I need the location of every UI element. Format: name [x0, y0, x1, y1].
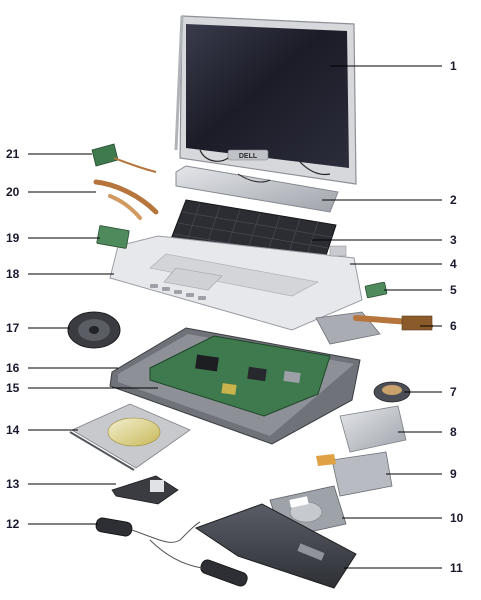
- display-assembly: DELL: [174, 15, 357, 185]
- callout-2: 2: [450, 193, 457, 207]
- callout-19: 19: [6, 231, 20, 245]
- io-board: [91, 143, 157, 173]
- callout-18: 18: [6, 267, 20, 281]
- battery: [194, 503, 357, 589]
- mini-card: [364, 281, 388, 299]
- callout-11: 11: [450, 561, 463, 575]
- system-board: [149, 335, 331, 417]
- hinge-cover: [175, 165, 339, 213]
- wireless-card: [96, 225, 130, 249]
- callout-3: 3: [450, 233, 457, 247]
- processor-heat-sink: [315, 311, 433, 345]
- callout-16: 16: [6, 361, 20, 375]
- small-fan-part: [373, 381, 411, 403]
- callout-4: 4: [450, 257, 457, 271]
- callout-9: 9: [450, 467, 457, 481]
- speakers: [95, 517, 248, 587]
- callout-12: 12: [6, 517, 20, 531]
- callout-10: 10: [450, 511, 464, 525]
- callout-20: 20: [6, 185, 20, 199]
- callout-8: 8: [450, 425, 457, 439]
- leader-lines: [28, 65, 442, 569]
- callout-6: 6: [450, 319, 457, 333]
- hard-drive-cover: [339, 405, 407, 453]
- heat-pipe: [93, 179, 159, 220]
- callout-17: 17: [6, 321, 20, 335]
- cooling-fan: [67, 311, 121, 349]
- dell-logo: DELL: [239, 153, 258, 160]
- callout-21: 21: [6, 147, 20, 161]
- callout-14: 14: [6, 423, 20, 437]
- callout-5: 5: [450, 283, 457, 297]
- hard-drive-bracket: [316, 451, 393, 497]
- callout-13: 13: [6, 477, 20, 491]
- callout-1: 1: [450, 59, 457, 73]
- callout-15: 15: [6, 381, 20, 395]
- palm-rest: [109, 235, 363, 331]
- media-bay-component: [111, 475, 179, 505]
- optical-drive: [69, 403, 191, 471]
- callout-7: 7: [450, 385, 457, 399]
